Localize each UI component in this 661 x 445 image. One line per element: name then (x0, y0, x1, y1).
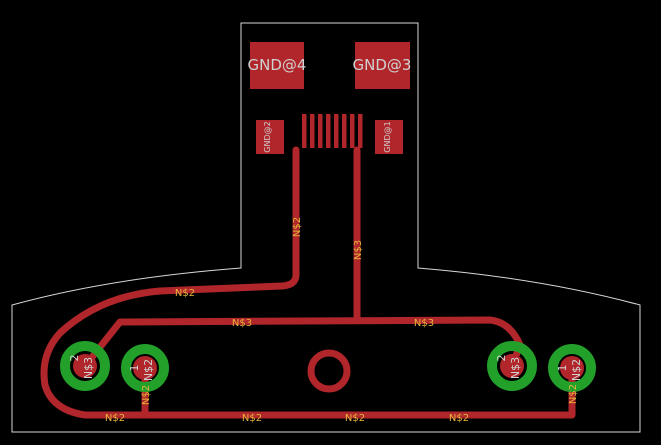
pin-net-left-2: N$3 (82, 357, 95, 379)
connector-finger[interactable] (326, 114, 331, 148)
pad-gnd3[interactable] (355, 42, 410, 89)
pin-number-right-1: 1 (556, 365, 569, 372)
pin-net-right-1: N$2 (570, 359, 583, 381)
net-label-ns2-bottom-2: N$2 (242, 413, 262, 424)
connector-finger[interactable] (318, 114, 323, 148)
net-label-ns2-pin-right: N$2 (568, 384, 579, 404)
label-gnd1: GND@1 (383, 121, 392, 152)
label-gnd2: GND@2 (263, 121, 272, 152)
mounting-via[interactable] (307, 349, 351, 393)
net-label-ns2-upper: N$2 (175, 288, 195, 299)
tht-left-pin2[interactable] (60, 341, 110, 391)
pad-gnd2[interactable] (256, 120, 284, 154)
connector-fingers (302, 114, 363, 148)
tht-right-pin1[interactable] (548, 344, 596, 392)
net-label-ns2-bottom-4: N$2 (449, 413, 469, 424)
label-gnd4: GND@4 (248, 56, 307, 74)
pin-number-right-2: 2 (495, 355, 508, 362)
label-gnd3: GND@3 (353, 56, 412, 74)
connector-finger[interactable] (342, 114, 347, 148)
connector-finger[interactable] (302, 114, 307, 148)
pin-net-left-1: N$2 (142, 359, 155, 381)
net-label-ns2-bottom-1: N$2 (105, 413, 125, 424)
board-outline (11, 22, 641, 433)
net-label-ns2-pin-left: N$2 (141, 385, 152, 405)
tht-right-pin2[interactable] (487, 341, 537, 391)
net-label-ns3-vertical: N$3 (353, 240, 364, 260)
net-label-ns2-vertical: N$2 (292, 217, 303, 237)
pad-gnd4[interactable] (250, 42, 304, 89)
trace-ns2-main (40, 146, 576, 419)
connector-finger[interactable] (350, 114, 355, 148)
tht-left-pin1[interactable] (121, 344, 169, 392)
net-label-ns3-right: N$3 (414, 318, 434, 329)
pad-gnd1[interactable] (375, 120, 403, 154)
connector-finger[interactable] (358, 114, 363, 148)
pin-net-right-2: N$3 (509, 357, 522, 379)
pin-number-left-1: 1 (128, 365, 141, 372)
pin-number-left-2: 2 (68, 355, 81, 362)
net-label-ns3-left: N$3 (232, 318, 252, 329)
connector-finger[interactable] (310, 114, 315, 148)
connector-finger[interactable] (334, 114, 339, 148)
net-label-ns2-bottom-3: N$2 (345, 413, 365, 424)
